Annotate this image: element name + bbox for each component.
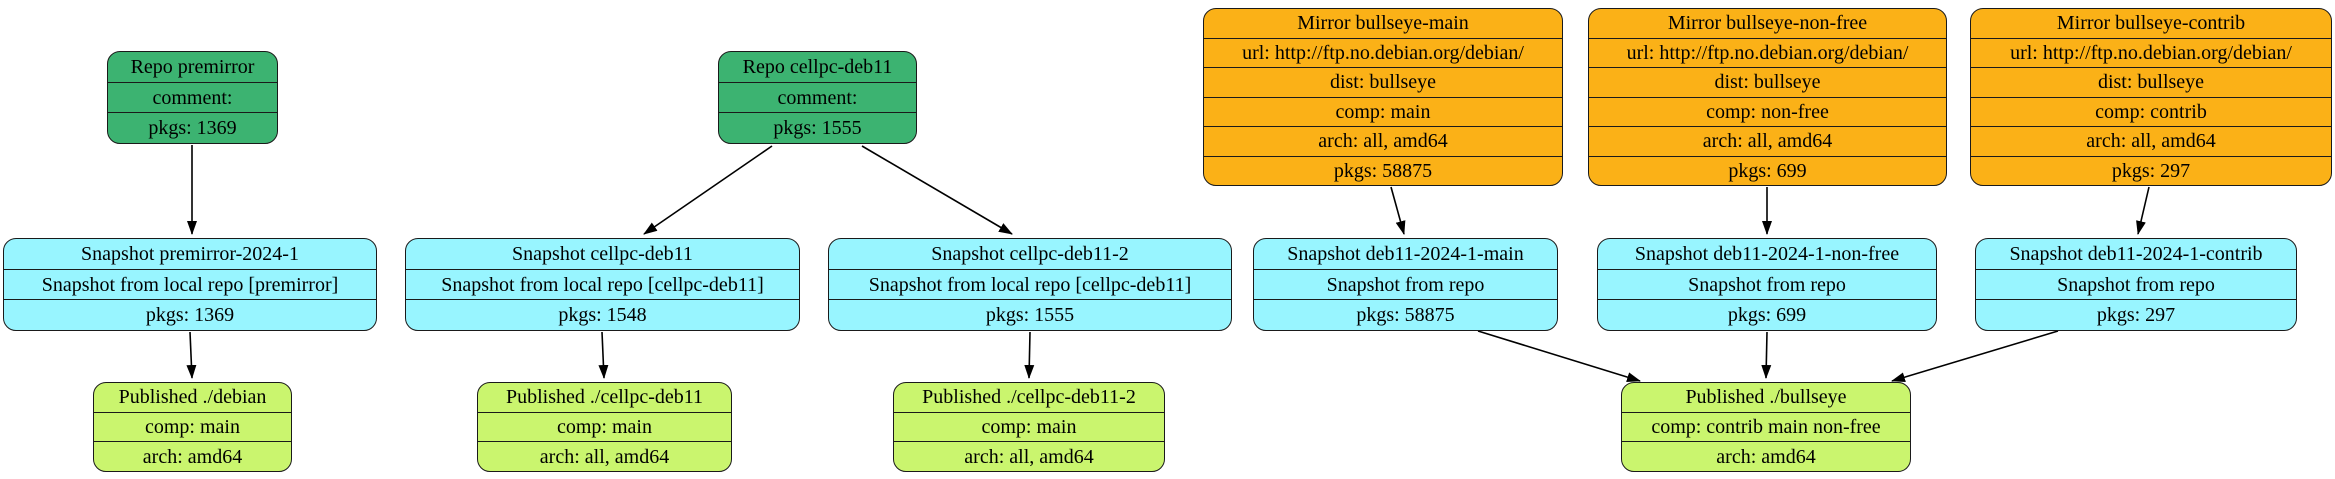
node-row: pkgs: 1369 [108, 112, 277, 143]
node-snapshot-deb11-2024-1-contrib: Snapshot deb11-2024-1-contrib Snapshot f… [1975, 238, 2297, 331]
node-title: Snapshot deb11-2024-1-non-free [1634, 242, 1900, 265]
node-title: Published ./bullseye [1685, 386, 1847, 409]
node-published-cellpc-deb11: Published ./cellpc-deb11 comp: main arch… [477, 382, 732, 472]
node-row: arch: all, amd64 [1589, 126, 1946, 156]
node-snapshot-cellpc-deb11: Snapshot cellpc-deb11 Snapshot from loca… [405, 238, 800, 331]
node-row: pkgs: 58875 [1254, 299, 1557, 330]
node-row: arch: all, amd64 [1971, 126, 2331, 156]
node-row: pkgs: 1369 [4, 299, 376, 330]
edge-repo-cellpc-deb11-to-snapshot-cellpc-deb11 [643, 145, 773, 235]
node-row: url: http://ftp.no.debian.org/debian/ [1204, 37, 1562, 68]
node-row: comp: main [478, 411, 731, 442]
node-row: comp: main [94, 411, 291, 442]
node-row: pkgs: 297 [1976, 299, 2296, 330]
node-published-bullseye: Published ./bullseye comp: contrib main … [1621, 382, 1911, 472]
node-title: Repo premirror [130, 55, 255, 78]
node-row: dist: bullseye [1589, 67, 1946, 97]
node-title: Snapshot premirror-2024-1 [81, 242, 299, 265]
node-repo-premirror: Repo premirror comment: pkgs: 1369 [107, 51, 278, 144]
node-snapshot-premirror-2024-1: Snapshot premirror-2024-1 Snapshot from … [3, 238, 377, 331]
node-row: Snapshot from repo [1976, 268, 2296, 300]
node-row: dist: bullseye [1204, 67, 1562, 97]
node-row: comment: [108, 81, 277, 113]
node-row: Snapshot from repo [1598, 268, 1936, 300]
node-title: Published ./debian [118, 386, 267, 409]
node-title: Snapshot cellpc-deb11 [512, 242, 693, 265]
node-row: arch: all, amd64 [478, 441, 731, 471]
node-row: comp: main [1204, 96, 1562, 127]
node-title: Snapshot cellpc-deb11-2 [931, 242, 1129, 265]
node-row: arch: amd64 [94, 441, 291, 471]
node-row: Snapshot from repo [1254, 268, 1557, 300]
node-row: arch: amd64 [1622, 441, 1910, 471]
node-row: arch: all, amd64 [894, 441, 1164, 471]
node-snapshot-deb11-2024-1-main: Snapshot deb11-2024-1-main Snapshot from… [1253, 238, 1558, 331]
node-title: Published ./cellpc-deb11 [506, 386, 703, 409]
node-title: Snapshot deb11-2024-1-contrib [2009, 242, 2263, 265]
edge-snapshot-cellpc-deb11-2-to-published-cellpc-deb11-2 [1024, 331, 1035, 379]
edge-snapshot-deb11-2024-1-main-to-published-bullseye [1477, 330, 1641, 382]
node-row: arch: all, amd64 [1204, 126, 1562, 156]
edge-snapshot-cellpc-deb11-to-published-cellpc-deb11 [598, 331, 609, 379]
node-repo-cellpc-deb11: Repo cellpc-deb11 comment: pkgs: 1555 [718, 51, 917, 144]
node-title: Snapshot deb11-2024-1-main [1287, 242, 1524, 265]
node-row: comment: [719, 81, 916, 113]
edge-mirror-bullseye-contrib-to-snapshot-deb11-2024-1-contrib [2136, 186, 2150, 235]
node-published-cellpc-deb11-2: Published ./cellpc-deb11-2 comp: main ar… [893, 382, 1165, 472]
node-title: Published ./cellpc-deb11-2 [922, 386, 1136, 409]
edge-mirror-bullseye-main-to-snapshot-deb11-2024-1-main [1390, 186, 1406, 235]
node-mirror-bullseye-main: Mirror bullseye-main url: http://ftp.no.… [1203, 8, 1563, 186]
node-row: dist: bullseye [1971, 67, 2331, 97]
node-row: pkgs: 1555 [719, 112, 916, 143]
node-published-debian: Published ./debian comp: main arch: amd6… [93, 382, 292, 472]
node-row: pkgs: 1555 [829, 299, 1231, 330]
node-row: pkgs: 1548 [406, 299, 799, 330]
node-snapshot-cellpc-deb11-2: Snapshot cellpc-deb11-2 Snapshot from lo… [828, 238, 1232, 331]
node-title: Mirror bullseye-main [1297, 12, 1469, 35]
node-mirror-bullseye-non-free: Mirror bullseye-non-free url: http://ftp… [1588, 8, 1947, 186]
node-row: Snapshot from local repo [cellpc-deb11] [406, 268, 799, 300]
node-row: pkgs: 297 [1971, 155, 2331, 186]
node-row: url: http://ftp.no.debian.org/debian/ [1589, 37, 1946, 68]
node-row: comp: contrib main non-free [1622, 411, 1910, 442]
edge-snapshot-premirror-2024-1-to-published-debian [186, 331, 197, 379]
node-row: pkgs: 699 [1589, 155, 1946, 186]
node-row: comp: main [894, 411, 1164, 442]
edge-snapshot-deb11-2024-1-non-free-to-published-bullseye [1761, 331, 1772, 379]
node-row: comp: non-free [1589, 96, 1946, 127]
edge-repo-cellpc-deb11-to-snapshot-cellpc-deb11-2 [861, 145, 1013, 235]
node-title: Mirror bullseye-contrib [2056, 12, 2246, 35]
node-title: Mirror bullseye-non-free [1667, 12, 1868, 35]
node-row: Snapshot from local repo [premirror] [4, 268, 376, 300]
node-row: pkgs: 699 [1598, 299, 1936, 330]
node-title: Repo cellpc-deb11 [742, 55, 893, 78]
node-row: comp: contrib [1971, 96, 2331, 127]
node-row: url: http://ftp.no.debian.org/debian/ [1971, 37, 2331, 68]
node-snapshot-deb11-2024-1-non-free: Snapshot deb11-2024-1-non-free Snapshot … [1597, 238, 1937, 331]
node-row: pkgs: 58875 [1204, 155, 1562, 186]
node-row: Snapshot from local repo [cellpc-deb11] [829, 268, 1231, 300]
edge-snapshot-deb11-2024-1-contrib-to-published-bullseye [1891, 330, 2059, 383]
node-mirror-bullseye-contrib: Mirror bullseye-contrib url: http://ftp.… [1970, 8, 2332, 186]
